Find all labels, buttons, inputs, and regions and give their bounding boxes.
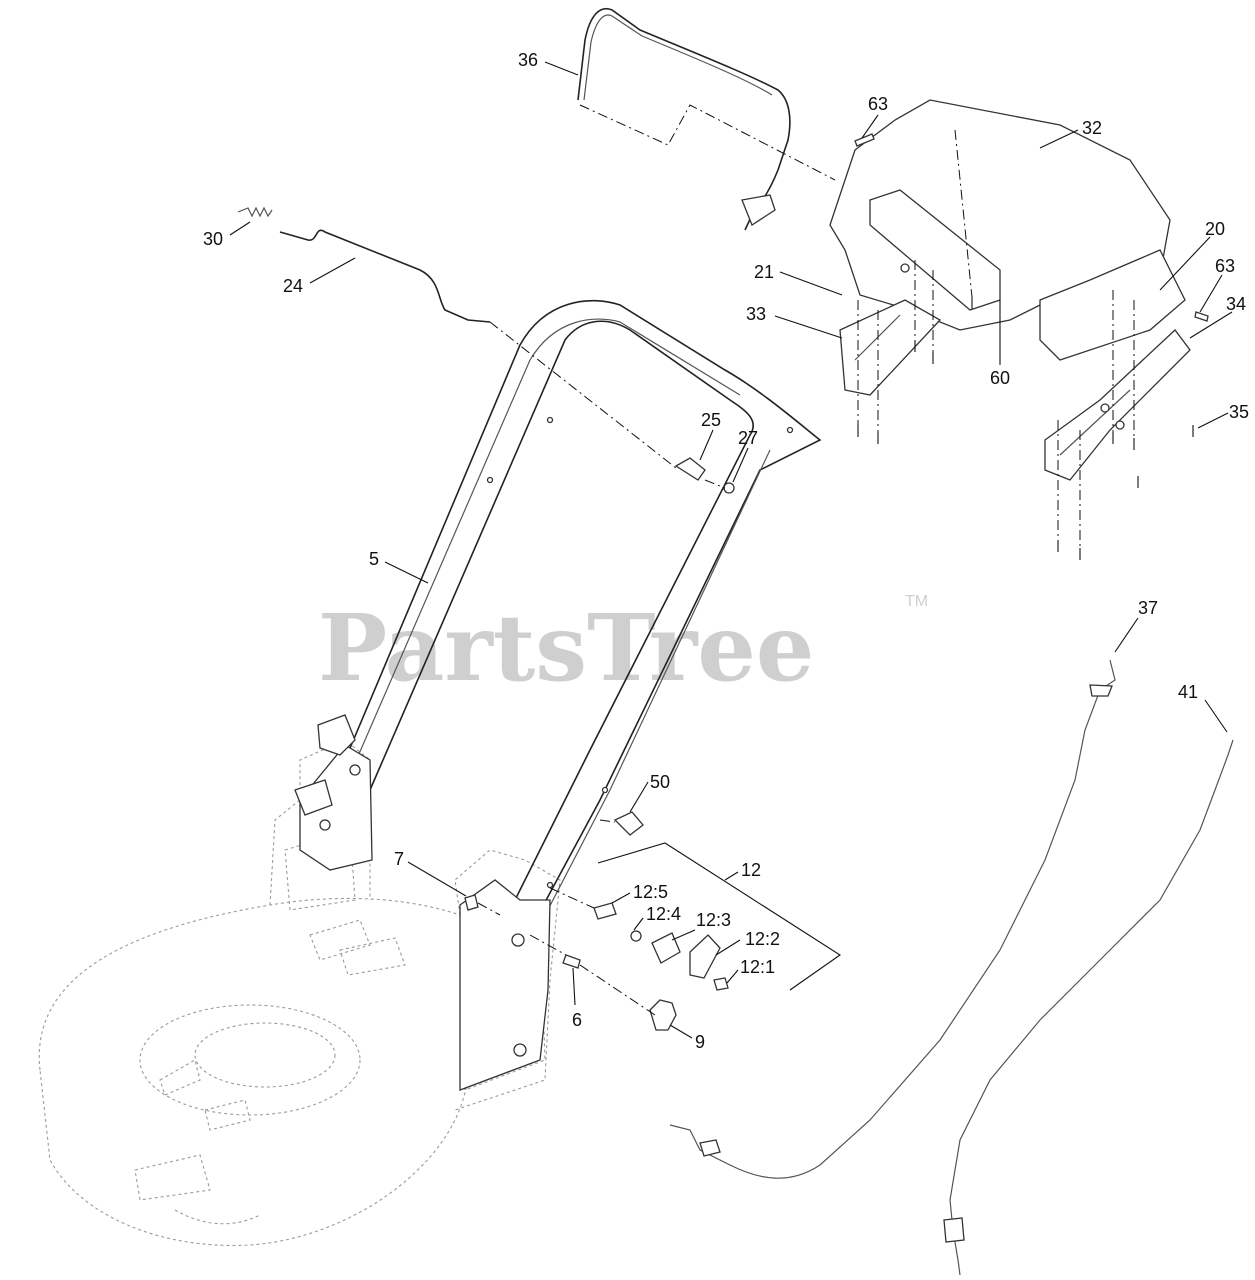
callout-12-4: 12:4 xyxy=(646,904,681,924)
callout-60: 60 xyxy=(990,368,1010,388)
watermark-trademark: TM xyxy=(905,593,928,610)
watermark-text: PartsTree xyxy=(318,594,814,702)
washer-27 xyxy=(723,482,735,494)
callout-34: 34 xyxy=(1226,294,1246,314)
watermark: PartsTree TM xyxy=(318,593,928,702)
pin-6 xyxy=(562,954,581,969)
callout-12-5: 12:5 xyxy=(633,882,668,902)
spring-30 xyxy=(237,206,273,218)
knob-assembly-12 xyxy=(593,902,729,991)
callout-33: 33 xyxy=(746,304,766,324)
callout-6: 6 xyxy=(572,1010,582,1030)
screws xyxy=(854,133,1209,560)
bushing-25 xyxy=(674,457,706,481)
knob-9 xyxy=(649,999,677,1031)
callout-25: 25 xyxy=(701,410,721,430)
callout-35: 35 xyxy=(1229,402,1249,422)
leader-lines xyxy=(229,61,1233,1039)
callout-32: 32 xyxy=(1082,118,1102,138)
callout-9: 9 xyxy=(695,1032,705,1052)
cable-41 xyxy=(943,739,1234,1276)
callout-7: 7 xyxy=(394,849,404,869)
callout-12-2: 12:2 xyxy=(745,929,780,949)
part-50 xyxy=(613,811,644,836)
callout-5: 5 xyxy=(369,549,379,569)
nut-7 xyxy=(464,894,479,911)
left-bracket xyxy=(294,714,373,871)
rod-24 xyxy=(279,229,491,323)
callout-41: 41 xyxy=(1178,682,1198,702)
callout-12-1: 12:1 xyxy=(740,957,775,977)
callout-37: 37 xyxy=(1138,598,1158,618)
cable-37 xyxy=(669,659,1116,1179)
callout-63-right: 63 xyxy=(1215,256,1235,276)
main-handle xyxy=(344,299,822,947)
callout-36: 36 xyxy=(518,50,538,70)
callout-24: 24 xyxy=(283,276,303,296)
callout-12-3: 12:3 xyxy=(696,910,731,930)
group-12-bracket xyxy=(597,842,841,991)
bail-36 xyxy=(577,8,791,231)
right-bracket xyxy=(459,879,551,1091)
callout-50: 50 xyxy=(650,772,670,792)
callout-27: 27 xyxy=(738,428,758,448)
assembly-lines xyxy=(477,104,1135,1016)
callout-63-top: 63 xyxy=(868,94,888,114)
callout-20: 20 xyxy=(1205,219,1225,239)
callout-labels: 36 63 32 30 24 21 20 63 33 34 60 35 25 2… xyxy=(203,50,1249,1052)
callout-12: 12 xyxy=(741,860,761,880)
callout-30: 30 xyxy=(203,229,223,249)
upper-handle-assembly xyxy=(829,99,1191,481)
callout-21: 21 xyxy=(754,262,774,282)
